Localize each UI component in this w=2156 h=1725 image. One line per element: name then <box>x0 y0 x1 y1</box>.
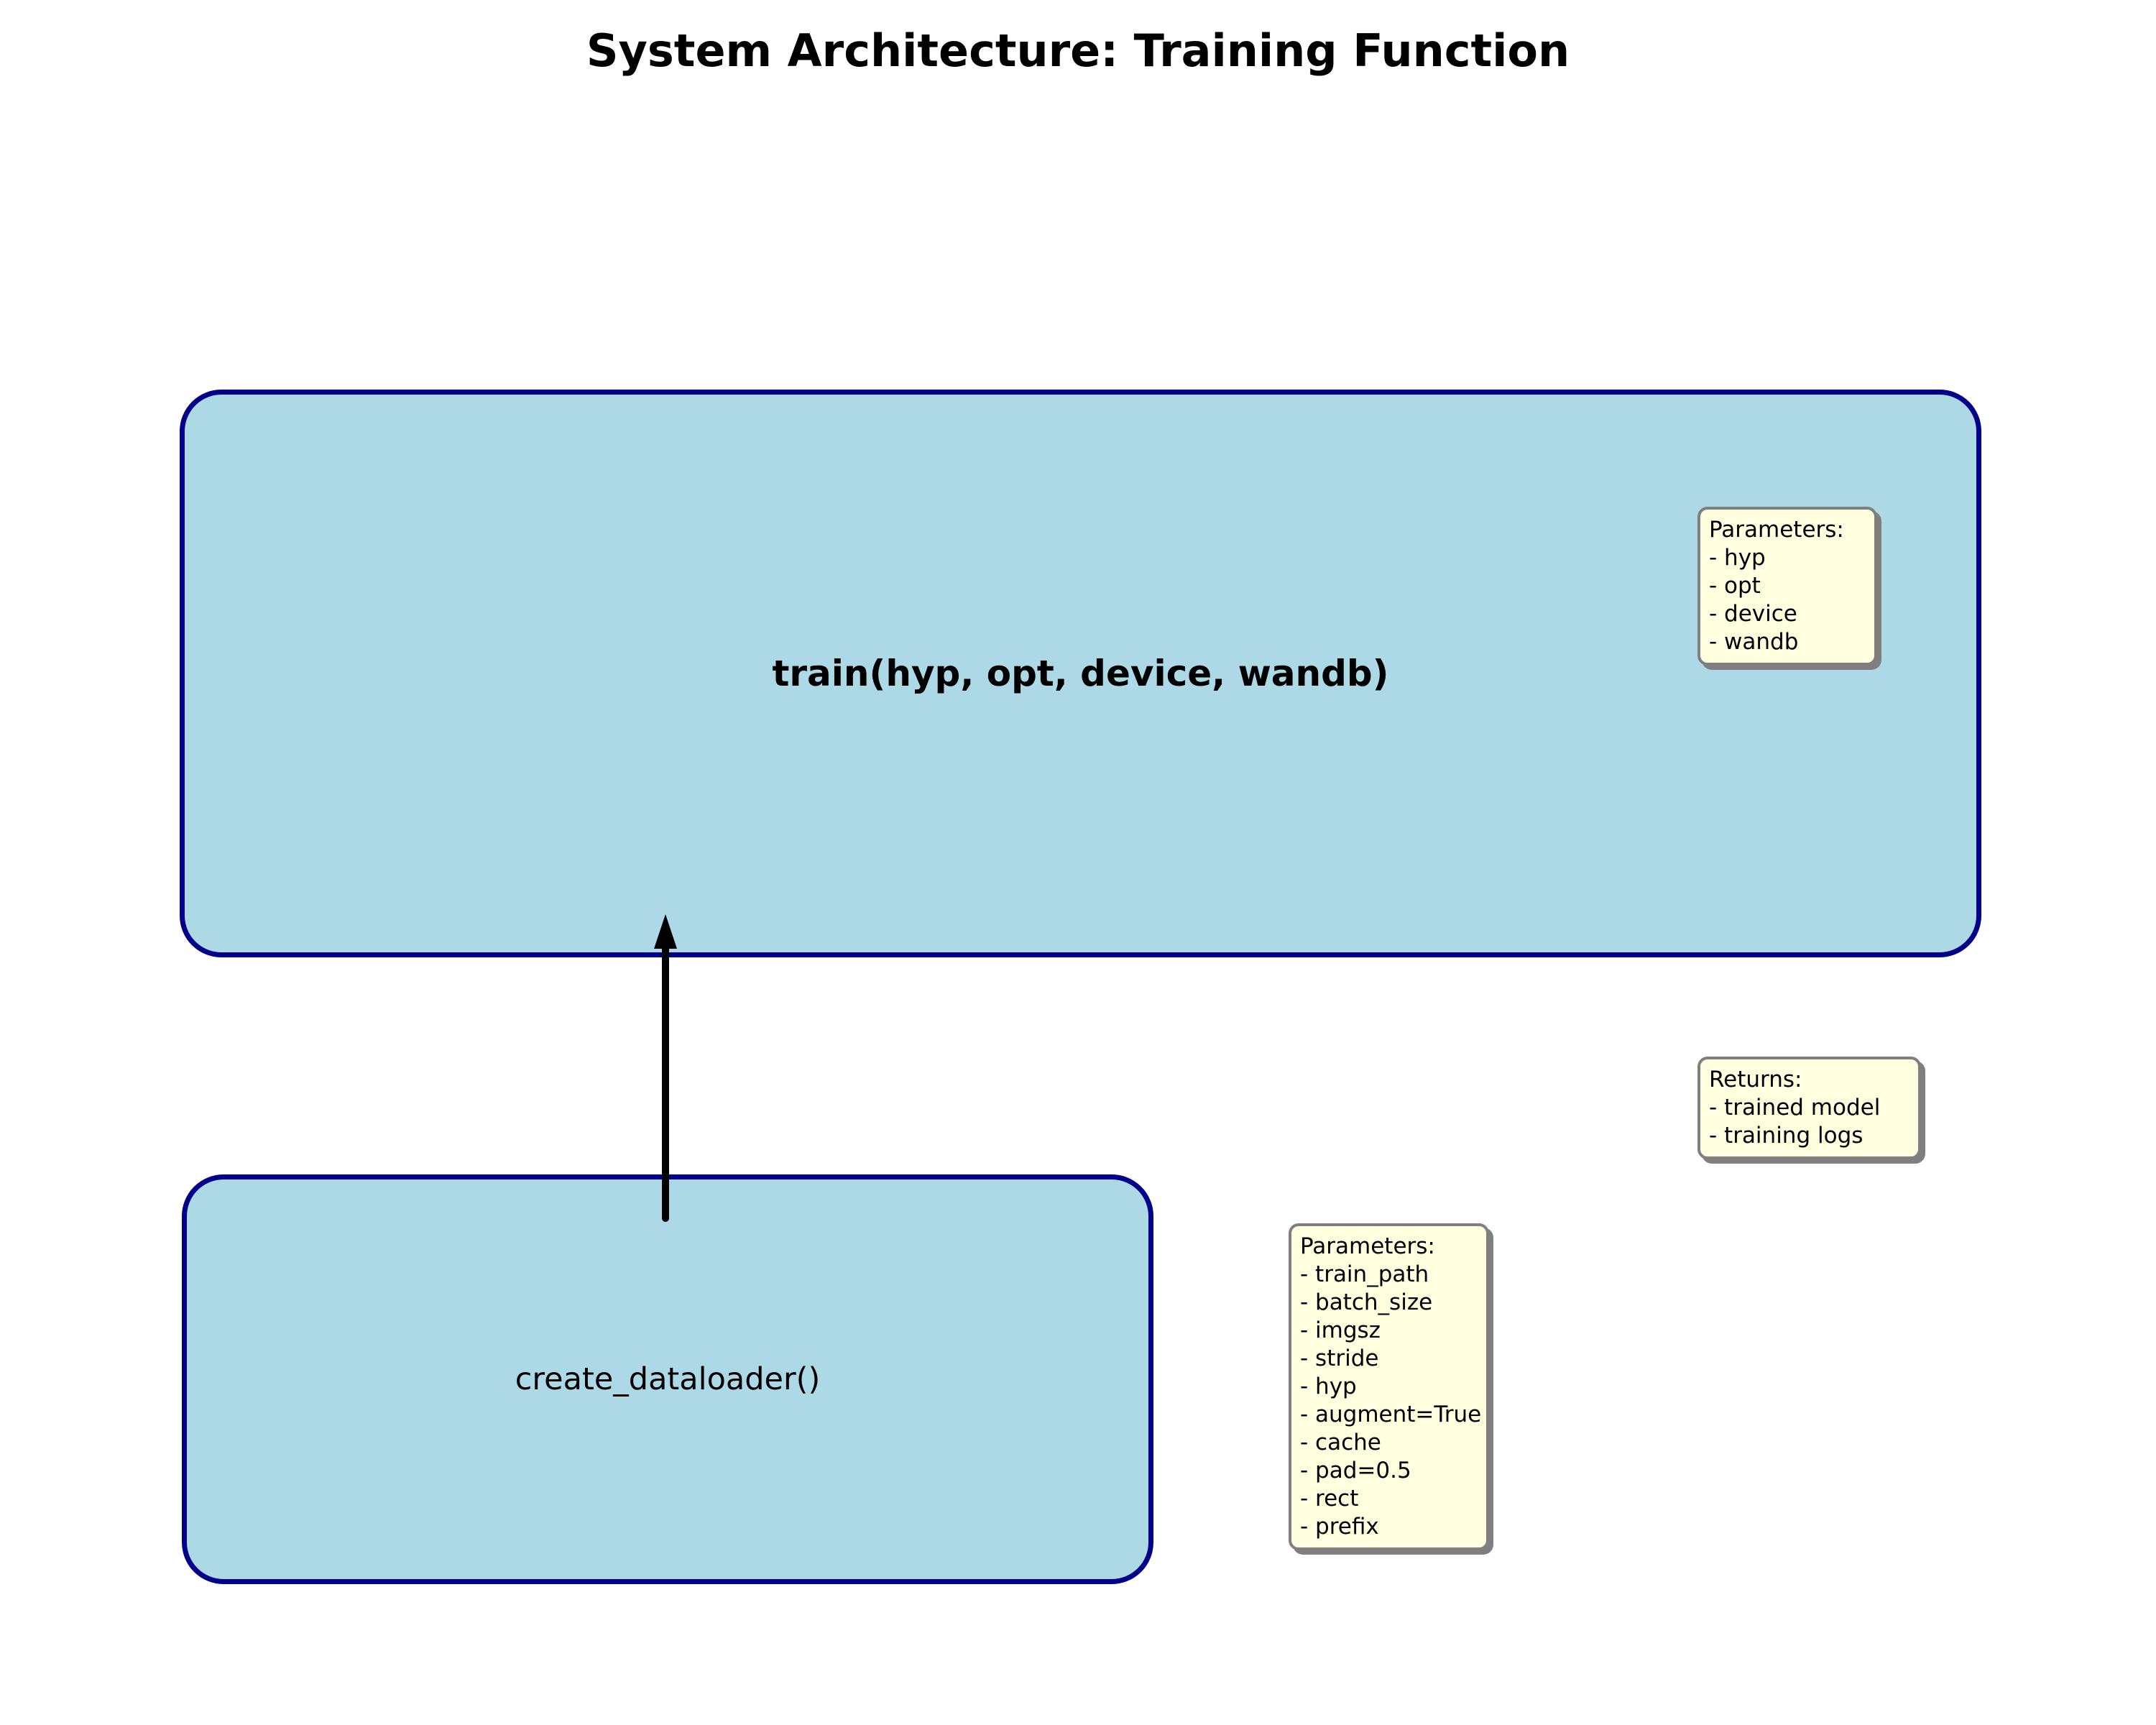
page-title: System Architecture: Training Function <box>586 24 1570 77</box>
node-train-function: train(hyp, opt, device, wandb) <box>180 390 1981 957</box>
note-train-returns: Returns: - trained model - training logs <box>1697 1057 1921 1159</box>
node-create-dataloader-label: create_dataloader() <box>515 1361 821 1397</box>
note-dataloader-parameters: Parameters: - train_path - batch_size - … <box>1289 1223 1489 1550</box>
node-create-dataloader: create_dataloader() <box>182 1174 1153 1584</box>
edge-create-dataloader-to-train <box>654 914 677 1222</box>
node-train-function-label: train(hyp, opt, device, wandb) <box>772 653 1389 694</box>
note-train-parameters: Parameters: - hyp - opt - device - wandb <box>1697 507 1877 666</box>
